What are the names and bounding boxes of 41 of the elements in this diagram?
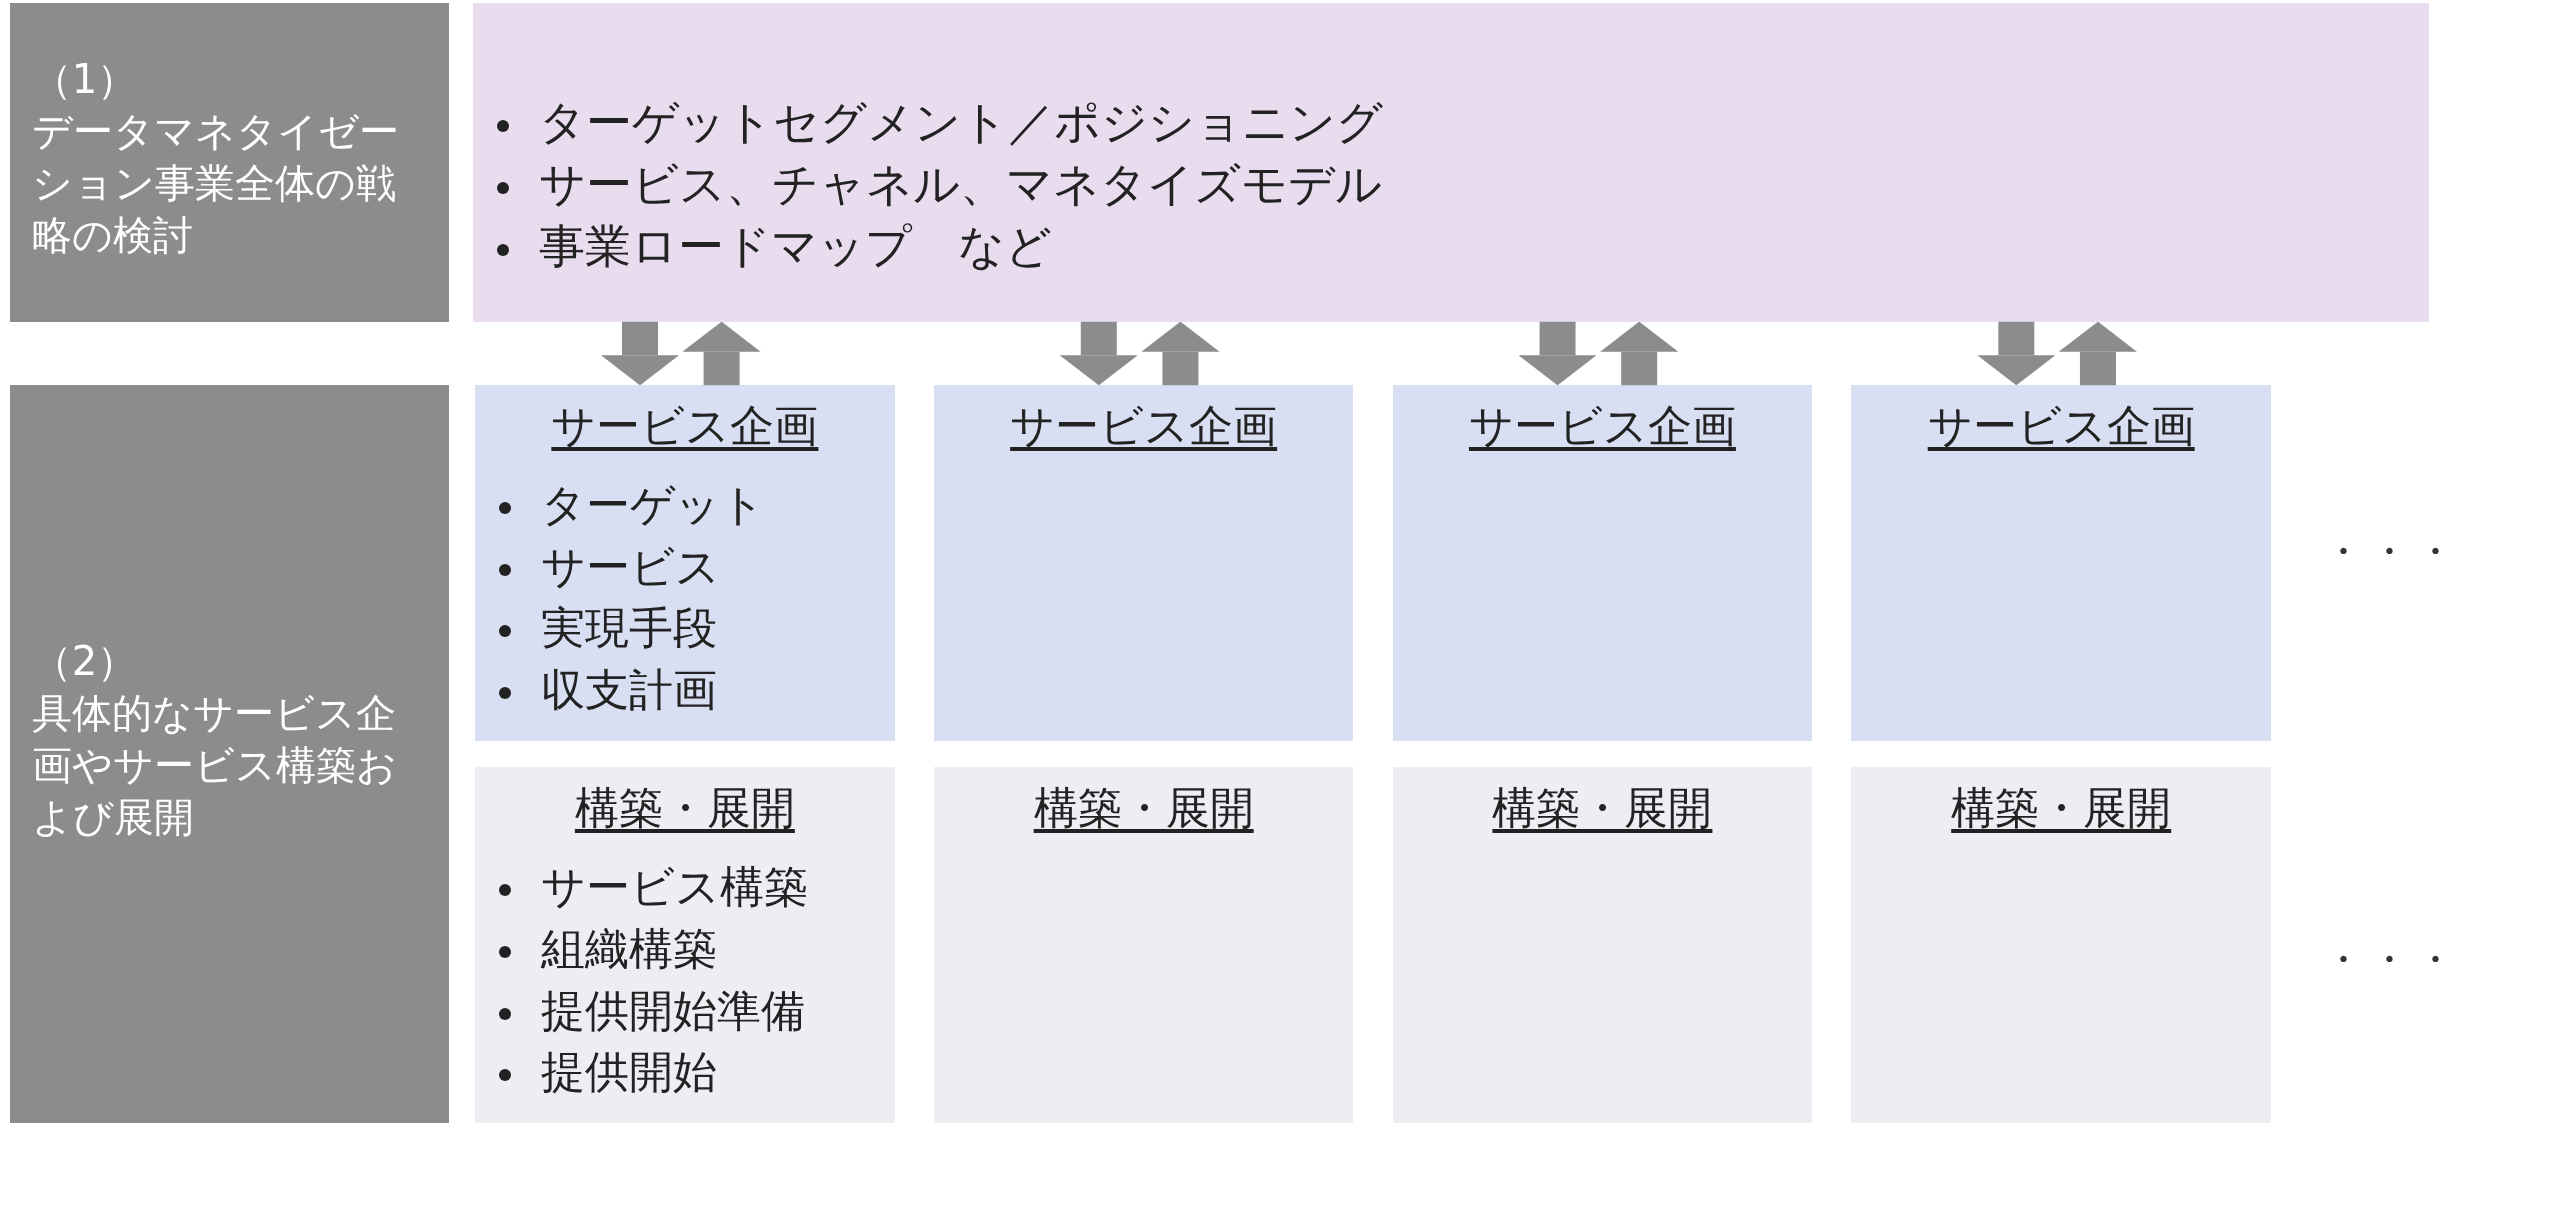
bullet-item: 事業ロードマップ など	[539, 219, 1053, 274]
block-arrow	[1600, 321, 1679, 386]
bullet-item: 収支計画	[541, 664, 718, 716]
block-arrow	[1059, 321, 1138, 386]
block-arrow	[1141, 321, 1220, 386]
bullet-item: ターゲット	[541, 479, 766, 531]
ellipsis: ・・・	[2323, 935, 2462, 985]
service-card	[933, 385, 1354, 742]
card-heading: サービス企画	[1009, 399, 1279, 454]
row-header	[9, 3, 449, 322]
card-heading: サービス企画	[1467, 399, 1737, 454]
row-number: （2）	[31, 637, 139, 687]
row-number: （1）	[31, 55, 139, 105]
card-heading: 構築・展開	[1950, 781, 2173, 836]
bullet-item: ターゲットセグメント／ポジショニング	[539, 95, 1384, 150]
service-card	[1392, 385, 1813, 742]
service-card	[475, 385, 895, 742]
row-title: 具体的なサービス企画やサービス構築および展開	[31, 689, 398, 843]
card-heading: サービス企画	[550, 399, 820, 454]
block-arrow	[1977, 321, 2056, 386]
block-arrow	[601, 321, 679, 386]
card-heading: 構築・展開	[1491, 781, 1714, 836]
block-arrow	[1518, 321, 1597, 386]
card-heading: 構築・展開	[573, 781, 796, 836]
bullet-item: 実現手段	[541, 602, 718, 654]
bullet-item: サービス	[541, 540, 721, 592]
card-heading: サービス企画	[1926, 399, 2196, 454]
bullet-item: 提供開始準備	[541, 984, 806, 1036]
service-card	[1851, 385, 2271, 742]
bullet-item: 組織構築	[541, 922, 718, 974]
build-card	[475, 767, 895, 1124]
card-heading: 構築・展開	[1032, 781, 1255, 836]
bullet-item: サービス、チャネル、マネタイズモデル	[539, 157, 1383, 212]
bullet-item: 提供開始	[541, 1046, 718, 1098]
block-arrow	[2058, 321, 2137, 386]
strategy-panel	[473, 3, 2430, 322]
row-header	[9, 385, 449, 1124]
block-arrow	[682, 321, 761, 386]
bullet-item: サービス構築	[541, 861, 809, 913]
ellipsis: ・・・	[2323, 527, 2462, 577]
row-title: データマネタイゼーション事業全体の戦略の検討	[31, 107, 400, 261]
